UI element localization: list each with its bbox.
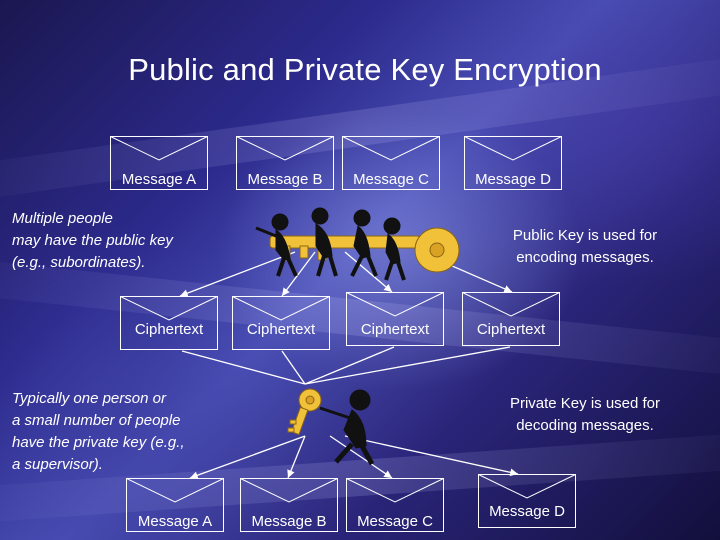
envelope-message-c-top: Message C — [342, 136, 440, 190]
envelope-message-d-top: Message D — [464, 136, 562, 190]
arrow — [181, 350, 306, 385]
arrow — [281, 251, 316, 297]
private-key-icon — [287, 388, 322, 436]
arrow — [304, 346, 395, 385]
envelope-message-c-bottom: Message C — [346, 478, 444, 532]
message-label: Message B — [247, 171, 323, 188]
message-label: Message C — [353, 171, 429, 188]
note-one-person: Typically one person or a small number o… — [12, 390, 185, 473]
ciphertext-label: Ciphertext — [476, 321, 546, 338]
envelope-message-a-top: Message A — [110, 136, 208, 190]
envelope-message-d-bottom: Message D — [478, 474, 576, 528]
envelope-message-b-bottom: Message B — [240, 478, 338, 532]
note-public-key: Public Key is used for encoding messages… — [512, 227, 658, 266]
arrow — [344, 251, 393, 293]
person-icon — [311, 207, 338, 277]
arrow — [304, 346, 511, 385]
message-label: Message D — [489, 503, 565, 520]
slide-title: Public and Private Key Encryption — [128, 52, 602, 87]
envelope-message-a-bottom: Message A — [126, 478, 224, 532]
message-label: Message D — [475, 171, 551, 188]
message-label: Message B — [251, 513, 327, 530]
message-label: Message A — [121, 171, 197, 188]
envelope-message-b-top: Message B — [236, 136, 334, 190]
arrow — [329, 435, 393, 479]
public-key-icon — [269, 227, 460, 273]
envelope-ciphertext-2: Ciphertext — [232, 296, 330, 350]
arrow — [281, 350, 306, 385]
note-multiple-people: Multiple people may have the public key … — [12, 210, 173, 271]
ciphertext-label: Ciphertext — [134, 321, 204, 338]
person-icon — [319, 389, 375, 466]
arrow — [179, 251, 296, 297]
arrow — [287, 435, 306, 479]
person-icon — [350, 209, 378, 277]
note-private-key: Private Key is used for decoding message… — [509, 395, 661, 434]
arrow — [189, 435, 306, 479]
envelope-ciphertext-3: Ciphertext — [346, 292, 444, 346]
message-label: Message C — [357, 513, 433, 530]
message-label: Message A — [137, 513, 213, 530]
ciphertext-label: Ciphertext — [246, 321, 316, 338]
arrow — [344, 435, 519, 477]
person-icon — [383, 217, 406, 281]
ciphertext-label: Ciphertext — [360, 321, 430, 338]
envelope-ciphertext-4: Ciphertext — [462, 292, 560, 346]
person-icon — [255, 213, 298, 277]
envelope-ciphertext-1: Ciphertext — [120, 296, 218, 350]
